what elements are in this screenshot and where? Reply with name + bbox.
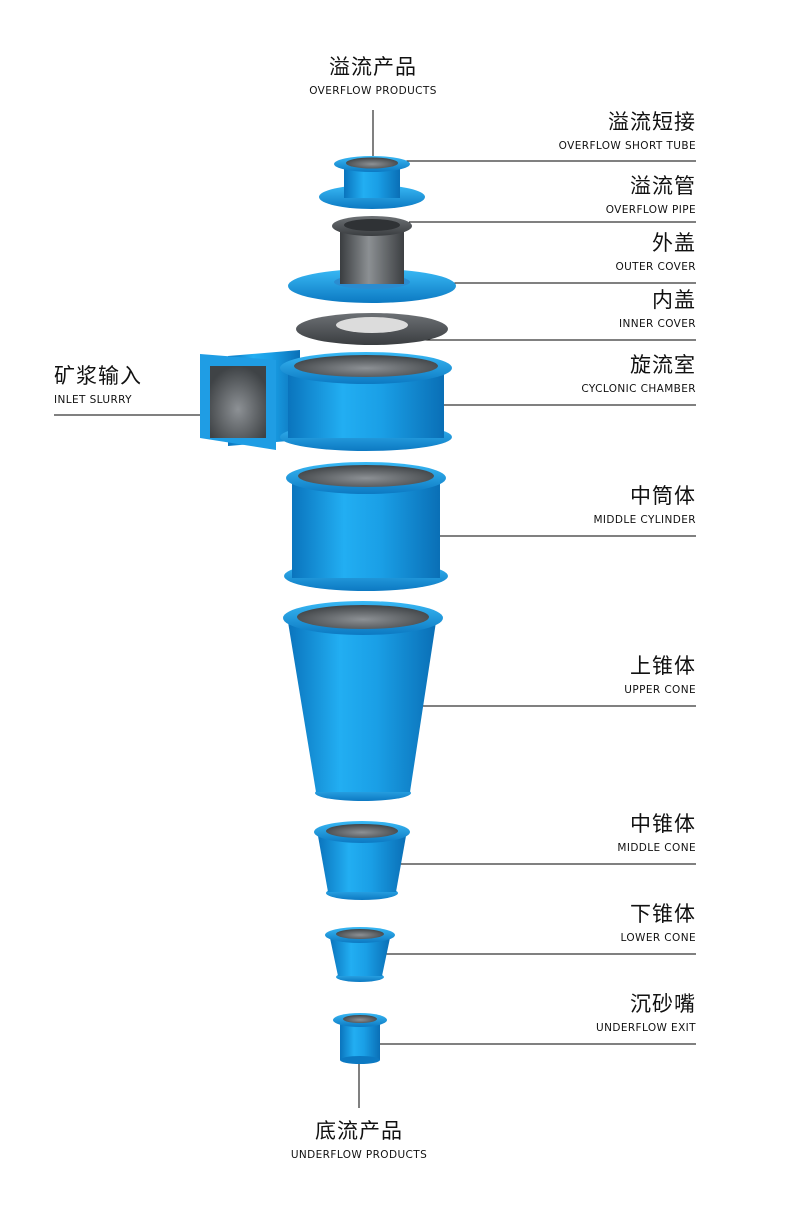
label-zh: 沉砂嘴 (630, 992, 696, 1016)
label-en: OVERFLOW PIPE (605, 204, 696, 216)
label-zh: 矿浆输入 (54, 364, 142, 388)
label-inner-cover: 内盖 INNER COVER (619, 290, 696, 330)
lower-cone-part (325, 927, 395, 982)
label-zh: 外盖 (652, 231, 696, 255)
leader-lines (54, 110, 696, 1108)
label-en: INLET SLURRY (54, 394, 132, 406)
outer-cover-part (288, 258, 456, 303)
label-zh: 内盖 (652, 288, 696, 312)
label-en: MIDDLE CONE (617, 842, 696, 854)
middle-cylinder-part (284, 462, 448, 591)
label-en: INNER COVER (619, 318, 696, 330)
label-overflow-pipe: 溢流管 OVERFLOW PIPE (606, 176, 696, 216)
label-middle-cone: 中锥体 MIDDLE CONE (617, 814, 696, 854)
inner-cover-part (296, 313, 448, 345)
underflow-exit-part (333, 1013, 387, 1064)
label-zh: 中锥体 (630, 812, 696, 836)
label-upper-cone: 上锥体 UPPER CONE (624, 656, 696, 696)
label-underflow-products: 底流产品 UNDERFLOW PRODUCTS (239, 1121, 479, 1161)
label-lower-cone: 下锥体 LOWER CONE (621, 904, 696, 944)
label-zh: 溢流管 (630, 174, 696, 198)
label-en: UPPER CONE (624, 684, 696, 696)
label-en: MIDDLE CYLINDER (593, 514, 696, 526)
label-cyclonic-chamber: 旋流室 CYCLONIC CHAMBER (581, 355, 696, 395)
label-zh: 中筒体 (630, 484, 696, 508)
label-en: CYCLONIC CHAMBER (581, 383, 696, 395)
label-zh: 上锥体 (630, 654, 696, 678)
label-middle-cylinder: 中筒体 MIDDLE CYLINDER (593, 486, 696, 526)
cyclonic-chamber-part (200, 350, 452, 451)
upper-cone-part (283, 601, 443, 801)
label-zh: 旋流室 (630, 353, 696, 377)
label-underflow-exit: 沉砂嘴 UNDERFLOW EXIT (596, 994, 696, 1034)
middle-cone-part (314, 821, 410, 900)
label-zh: 底流产品 (315, 1119, 403, 1143)
label-overflow-products: 溢流产品 OVERFLOW PRODUCTS (253, 57, 493, 97)
label-en: OVERFLOW PRODUCTS (309, 85, 437, 97)
label-zh: 下锥体 (630, 902, 696, 926)
label-en: OVERFLOW SHORT TUBE (558, 140, 696, 152)
label-zh: 溢流短接 (608, 110, 696, 134)
label-zh: 溢流产品 (329, 55, 417, 79)
label-en: LOWER CONE (620, 932, 696, 944)
label-en: OUTER COVER (615, 261, 696, 273)
label-outer-cover: 外盖 OUTER COVER (615, 233, 696, 273)
label-en: UNDERFLOW EXIT (596, 1022, 696, 1034)
label-en: UNDERFLOW PRODUCTS (290, 1149, 428, 1161)
label-overflow-short-tube: 溢流短接 OVERFLOW SHORT TUBE (559, 112, 696, 152)
label-inlet-slurry: 矿浆输入 INLET SLURRY (54, 366, 142, 406)
overflow-short-tube-part (319, 156, 425, 209)
